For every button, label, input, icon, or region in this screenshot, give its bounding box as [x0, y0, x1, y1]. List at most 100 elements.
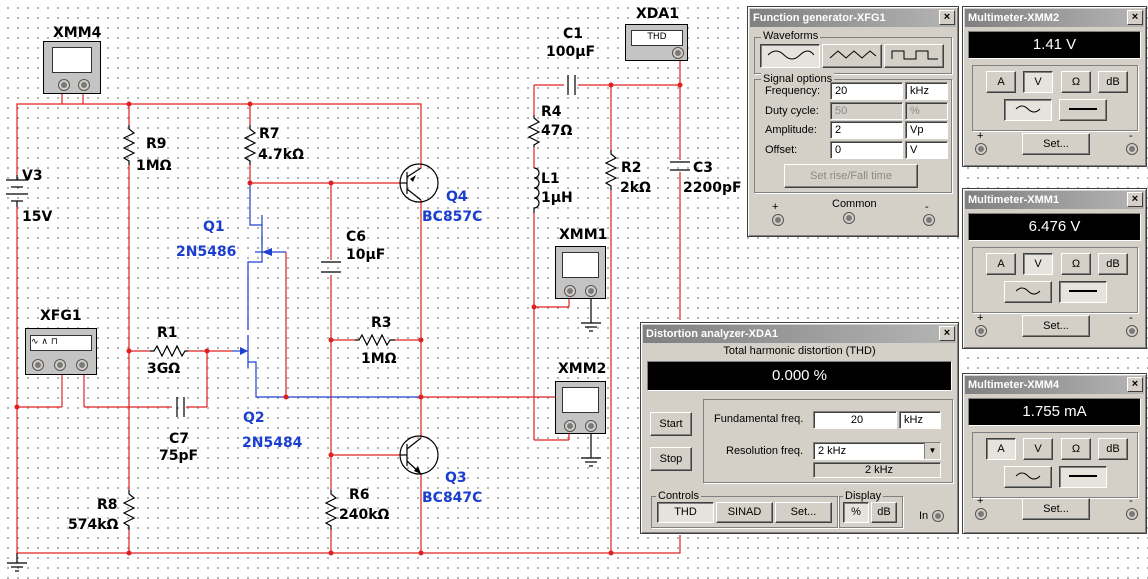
distortion-analyzer-window[interactable]: Distortion analyzer-XDA1 × Total harmoni… [640, 322, 959, 534]
common-terminal[interactable] [843, 212, 855, 224]
db-button[interactable]: dB [1098, 438, 1128, 460]
common-label: Common [832, 198, 877, 210]
xmm1-label: XMM1 [559, 227, 608, 243]
xmm4-instrument[interactable] [43, 41, 101, 94]
dc-button[interactable] [1059, 99, 1107, 121]
multimeter-xmm4-window[interactable]: Multimeter-XMM4 × 1.755 mA A V Ω dB Set.… [962, 373, 1147, 534]
duty-cycle-input[interactable]: 50 [830, 102, 903, 120]
amplitude-input[interactable]: 2 [830, 121, 903, 139]
triangle-wave-icon [829, 50, 877, 59]
plus-terminal[interactable] [975, 325, 987, 337]
set-button[interactable]: Set... [1022, 315, 1090, 337]
square-wave-icon [891, 50, 938, 60]
fundamental-unit[interactable]: kHz [899, 411, 941, 429]
set-rise-fall-button[interactable]: Set rise/Fall time [784, 164, 918, 188]
r1-value: 3GΩ [147, 361, 181, 377]
set-button[interactable]: Set... [775, 502, 832, 523]
voltmeter-button[interactable]: V [1023, 71, 1053, 93]
multimeter-xmm2-window[interactable]: Multimeter-XMM2 × 1.41 V A V Ω dB Set...… [962, 6, 1147, 167]
c1-label: C1 [563, 26, 584, 42]
offset-input[interactable]: 0 [830, 141, 903, 159]
minus-terminal[interactable] [1126, 508, 1138, 520]
display-label: Display [843, 490, 884, 502]
ammeter-button[interactable]: A [986, 71, 1016, 93]
thd-button[interactable]: THD [657, 502, 714, 523]
minus-label: - [925, 201, 929, 213]
c3-value: 2200pF [683, 180, 742, 196]
dc-line-icon [1069, 108, 1097, 110]
ac-button[interactable] [1004, 99, 1052, 121]
frequency-unit[interactable]: kHz [905, 82, 948, 100]
plus-terminal[interactable] [772, 214, 784, 226]
xmm2-instrument[interactable] [555, 381, 606, 434]
triangle-wave-button[interactable] [822, 44, 882, 68]
ac-button[interactable] [1004, 466, 1052, 488]
close-button[interactable]: × [939, 10, 955, 25]
q1-model: 2N5486 [176, 244, 237, 260]
ohmmeter-button[interactable]: Ω [1061, 253, 1091, 275]
plus-terminal[interactable] [975, 143, 987, 155]
window-title: Multimeter-XMM2 [965, 9, 1144, 27]
chevron-down-icon[interactable]: ▼ [924, 443, 940, 459]
r8-value: 574kΩ [68, 517, 119, 533]
plus-label: + [977, 312, 984, 324]
ohmmeter-button[interactable]: Ω [1061, 71, 1091, 93]
sinad-button[interactable]: SINAD [716, 502, 773, 523]
thd-reading: 0.000 % [647, 361, 952, 391]
close-button[interactable]: × [939, 326, 955, 341]
minus-terminal[interactable] [1126, 143, 1138, 155]
r8-label: R8 [97, 497, 118, 513]
voltmeter-button[interactable]: V [1023, 438, 1053, 460]
dc-button[interactable] [1059, 281, 1107, 303]
in-terminal[interactable] [932, 510, 944, 522]
duty-cycle-unit[interactable]: % [905, 102, 948, 120]
in-label: In [919, 510, 929, 522]
dc-button[interactable] [1059, 466, 1107, 488]
plus-terminal[interactable] [975, 508, 987, 520]
xda1-screen: THD [631, 30, 683, 46]
set-button[interactable]: Set... [1022, 498, 1090, 520]
sine-wave-icon [767, 50, 815, 60]
resolution-selected: 2 kHz [818, 445, 847, 457]
close-button[interactable]: × [1127, 377, 1143, 392]
sine-wave-button[interactable] [760, 44, 820, 68]
ac-wave-icon [1015, 472, 1041, 480]
multimeter-xmm1-window[interactable]: Multimeter-XMM1 × 6.476 V A V Ω dB Set..… [962, 188, 1147, 349]
plus-label: + [772, 201, 779, 213]
frequency-input[interactable]: 20 [830, 82, 903, 100]
stop-button[interactable]: Stop [650, 447, 692, 471]
set-button[interactable]: Set... [1022, 133, 1090, 155]
v3-label: V3 [22, 168, 43, 184]
voltmeter-button[interactable]: V [1023, 253, 1053, 275]
c6-label: C6 [346, 229, 367, 245]
frequency-label: Frequency: [765, 85, 821, 97]
minus-terminal[interactable] [1126, 325, 1138, 337]
minus-terminal[interactable] [923, 214, 935, 226]
xda1-instrument[interactable]: THD [625, 24, 688, 61]
ohmmeter-button[interactable]: Ω [1061, 438, 1091, 460]
percent-button[interactable]: % [843, 502, 869, 523]
start-button[interactable]: Start [650, 412, 692, 436]
close-button[interactable]: × [1127, 192, 1143, 207]
fundamental-input[interactable]: 20 [813, 411, 897, 429]
amplitude-label: Amplitude: [765, 124, 817, 136]
function-generator-window[interactable]: Function generator-XFG1 × Waveforms Sign… [747, 6, 959, 237]
square-wave-button[interactable] [884, 44, 944, 68]
xmm1-instrument[interactable] [555, 246, 606, 299]
db-button[interactable]: dB [1098, 71, 1128, 93]
mode-group [972, 247, 1138, 313]
c3-label: C3 [693, 160, 714, 176]
resolution-select[interactable]: 2 kHz ▼ [813, 442, 941, 460]
q3-label: Q3 [445, 470, 467, 486]
amplitude-unit[interactable]: Vp [905, 121, 948, 139]
db-button[interactable]: dB [1098, 253, 1128, 275]
close-button[interactable]: × [1127, 10, 1143, 25]
offset-unit[interactable]: V [905, 141, 948, 159]
xfg1-instrument[interactable]: ∿ ∧ ⊓ [25, 328, 97, 375]
ammeter-button[interactable]: A [986, 438, 1016, 460]
ammeter-button[interactable]: A [986, 253, 1016, 275]
db-button[interactable]: dB [871, 502, 897, 523]
ac-button[interactable] [1004, 281, 1052, 303]
minus-label: - [1129, 312, 1133, 324]
